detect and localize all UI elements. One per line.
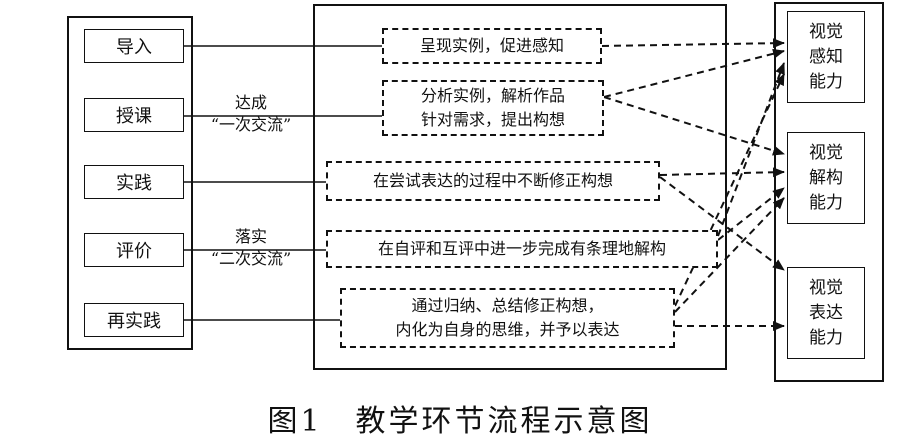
ability-line: 能力 bbox=[809, 327, 843, 348]
stage-box-repractice: 再实践 bbox=[84, 303, 184, 337]
link-label-second-exchange: 落实 “二次交流” bbox=[196, 226, 306, 270]
link-label-line2: “一次交流” bbox=[210, 115, 292, 134]
activity-line: 内化为自身的思维，并予以表达 bbox=[395, 320, 620, 339]
activity-box-revise-ideas: 在尝试表达的过程中不断修正构想 bbox=[326, 161, 660, 201]
ability-line: 能力 bbox=[809, 71, 843, 92]
activity-line: 呈现实例，促进感知 bbox=[419, 36, 564, 55]
arrow-a1-perception bbox=[601, 38, 785, 49]
stage-column-frame bbox=[67, 16, 193, 350]
arrow-a5-perception bbox=[674, 73, 785, 307]
arrow-a4-deconstruct bbox=[717, 187, 785, 241]
activity-column-frame bbox=[313, 4, 727, 370]
activity-box-analyze-examples: 分析实例，解析作品 针对需求，提出构想 bbox=[382, 80, 604, 136]
figure-caption: 图1 教学环节流程示意图 bbox=[267, 404, 653, 439]
ability-line: 视觉 bbox=[809, 277, 843, 298]
stage-box-teaching: 授课 bbox=[84, 98, 184, 132]
activity-line: 通过归纳、总结修正构想， bbox=[411, 296, 604, 315]
link-label-line2: “二次交流” bbox=[210, 249, 292, 268]
ability-line: 视觉 bbox=[809, 21, 843, 42]
link-label-first-exchange: 达成 “一次交流” bbox=[196, 92, 306, 136]
activity-line: 在自评和互评中进一步完成有条理地解构 bbox=[377, 239, 666, 258]
ability-line: 能力 bbox=[809, 192, 843, 213]
arrow-a3-deconstruct bbox=[659, 167, 785, 178]
ability-line: 视觉 bbox=[809, 142, 843, 163]
arrow-a2-deconstruct bbox=[603, 96, 785, 156]
link-label-line1: 达成 bbox=[234, 93, 267, 112]
arrow-a4-perception bbox=[717, 62, 785, 237]
stage-box-practice: 实践 bbox=[84, 165, 184, 199]
stage-box-evaluation: 评价 bbox=[84, 233, 184, 267]
activity-line: 在尝试表达的过程中不断修正构想 bbox=[372, 171, 613, 190]
ability-box-visual-expression: 视觉 表达 能力 bbox=[787, 267, 865, 359]
activity-box-present-examples: 呈现实例，促进感知 bbox=[382, 28, 602, 64]
activity-line: 针对需求，提出构想 bbox=[420, 110, 565, 129]
link-label-line1: 落实 bbox=[234, 227, 267, 246]
activity-box-self-peer-review: 在自评和互评中进一步完成有条理地解构 bbox=[326, 230, 718, 268]
activity-line: 分析实例，解析作品 bbox=[420, 86, 565, 105]
ability-line: 表达 bbox=[809, 302, 843, 323]
ability-line: 解构 bbox=[809, 167, 843, 188]
ability-line: 感知 bbox=[809, 46, 843, 67]
arrow-a2-perception bbox=[603, 48, 785, 98]
ability-box-visual-perception: 视觉 感知 能力 bbox=[787, 11, 865, 103]
ability-box-visual-deconstruction: 视觉 解构 能力 bbox=[787, 132, 865, 224]
activity-box-summarize-express: 通过归纳、总结修正构想， 内化为自身的思维，并予以表达 bbox=[340, 288, 675, 348]
arrow-a5-deconstruct bbox=[674, 197, 785, 313]
stage-box-intro: 导入 bbox=[84, 29, 184, 63]
